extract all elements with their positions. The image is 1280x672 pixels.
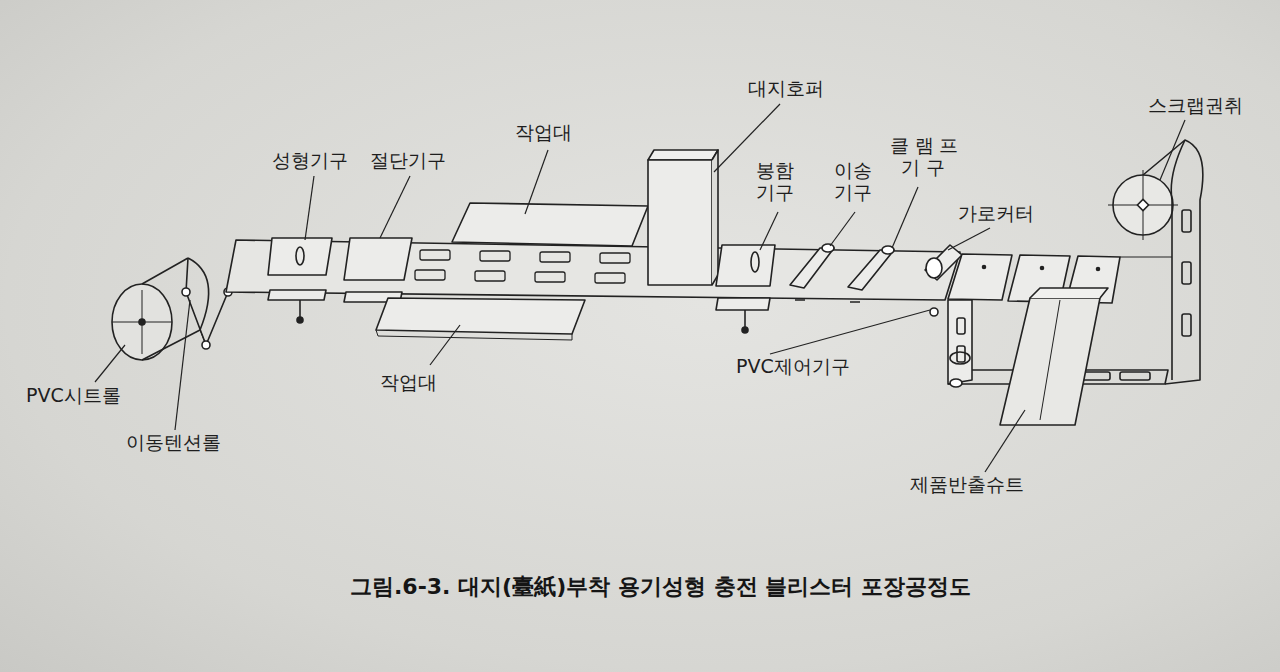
part-label: 봉함 기구: [752, 160, 798, 204]
part-label: PVC시트롤: [26, 385, 121, 407]
part-label: 스크랩권취: [1148, 95, 1243, 117]
part-label: 클램프 기구: [890, 135, 962, 179]
part-label: 가로커터: [958, 203, 1034, 225]
part-label: 작업대: [380, 372, 437, 394]
part-label: PVC제어기구: [736, 356, 850, 378]
part-label: 제품반출슈트: [910, 474, 1024, 496]
part-label: 성형기구: [272, 150, 348, 172]
part-label: 절단기구: [370, 150, 446, 172]
part-label: 이동텐션롤: [126, 432, 221, 454]
part-label: 이송 기구: [830, 160, 876, 204]
part-label: 작업대: [515, 122, 572, 144]
part-label: 대지호퍼: [748, 78, 824, 100]
figure-caption: 그림.6-3. 대지(臺紙)부착 용기성형 충전 블리스터 포장공정도: [350, 572, 971, 602]
